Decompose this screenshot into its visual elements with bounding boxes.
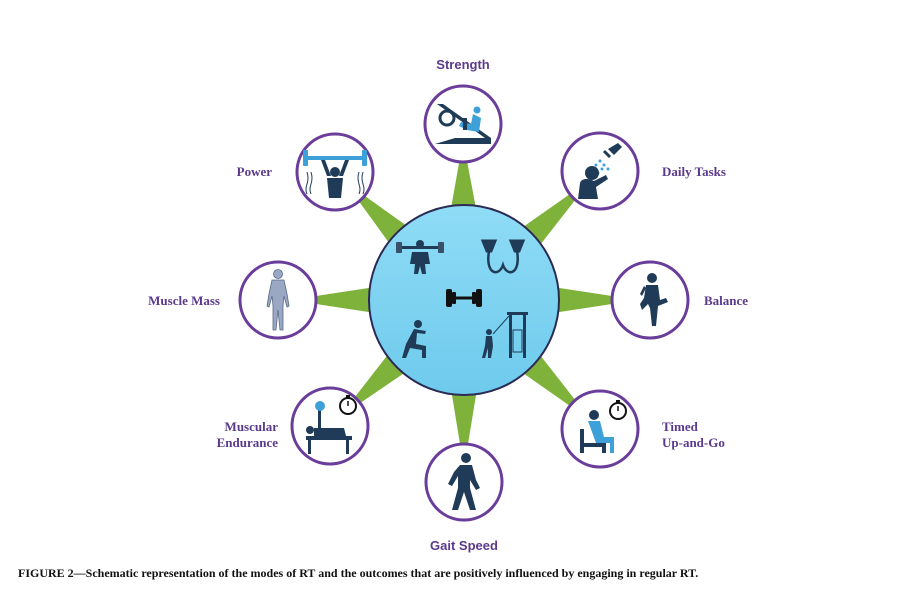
bench-press-icon: [306, 395, 357, 454]
gait-speed-label: Gait Speed: [430, 538, 498, 553]
muscular-endurance-label-line1: Muscular: [224, 419, 278, 434]
daily-tasks-label: Daily Tasks: [662, 164, 726, 179]
power-node: [295, 132, 375, 212]
figure-caption: FIGURE 2—Schematic representation of the…: [18, 566, 699, 580]
timed-up-and-go-node: [560, 389, 640, 469]
leg-press-icon: [435, 104, 491, 144]
muscular-endurance-label-line2: Endurance: [216, 435, 278, 450]
timed-up-and-go-label-line1: Timed: [662, 419, 698, 434]
overhead-lift-icon: [303, 150, 367, 198]
walking-person-icon: [448, 453, 480, 510]
strength-spoke: [450, 161, 477, 212]
strength-label: Strength: [436, 57, 490, 72]
muscular-endurance-label: Muscular Endurance: [217, 419, 278, 451]
gait-speed-spoke: [451, 389, 477, 444]
balance-label: Balance: [704, 293, 749, 308]
bodyweight-squat-icon: [402, 320, 426, 358]
outcome-nodes: [238, 84, 690, 522]
shower-icon: [578, 143, 622, 199]
daily-tasks-node: [560, 131, 640, 211]
muscle-mass-spoke: [316, 287, 375, 313]
balance-spoke: [553, 287, 612, 313]
balance-node: [610, 260, 690, 340]
squat-rack-icon: [396, 240, 444, 274]
timed-up-and-go-label: Timed Up-and-Go: [662, 419, 725, 451]
gait-speed-node: [424, 442, 504, 522]
seated-timer-icon: [580, 400, 627, 453]
muscle-mass-node: [238, 260, 318, 340]
body-anatomy-icon: [266, 269, 290, 331]
dumbbell-icon: [446, 289, 482, 307]
power-label: Power: [236, 164, 272, 179]
strength-node: [423, 84, 503, 164]
muscular-endurance-node: [290, 386, 370, 466]
timed-up-and-go-label-line2: Up-and-Go: [662, 435, 725, 450]
central-hub: [368, 204, 560, 396]
resistance-band-icon: [480, 239, 526, 274]
muscle-mass-label: Muscle Mass: [148, 293, 220, 308]
rt-outcomes-diagram: [238, 84, 690, 522]
standing-balance-icon: [640, 273, 668, 326]
cable-machine-icon: [482, 312, 528, 358]
